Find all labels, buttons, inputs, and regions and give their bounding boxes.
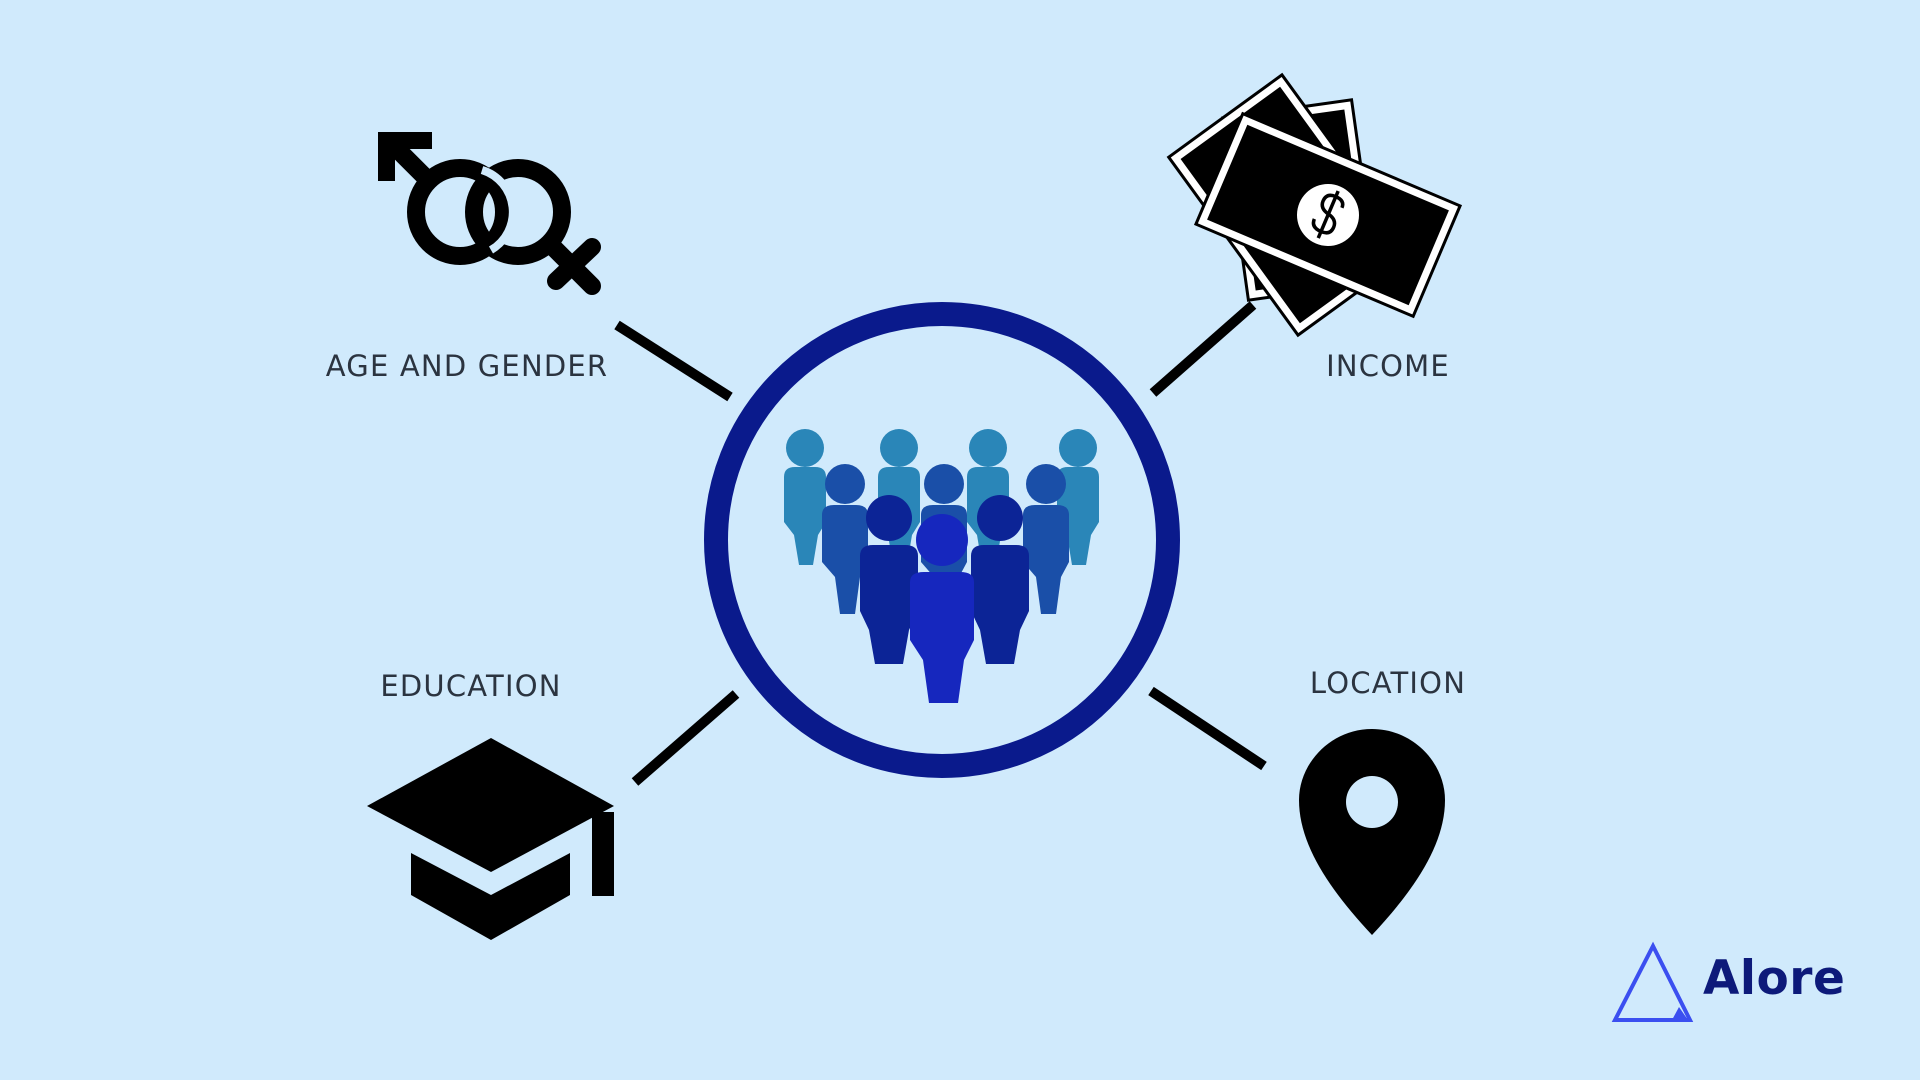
- node-label-education: EDUCATION: [380, 669, 562, 703]
- brand-name: Alore: [1703, 951, 1846, 1006]
- map-pin-icon: [1299, 729, 1445, 935]
- connector-education: [631, 690, 740, 786]
- connector-age: [614, 320, 733, 402]
- node-label-location: LOCATION: [1309, 666, 1467, 700]
- people-group-icon: [784, 429, 1099, 703]
- money-bills-icon: [1166, 72, 1463, 338]
- graduation-cap-icon: [367, 738, 614, 940]
- center-circle: [704, 302, 1180, 778]
- gender-symbol-icon: [378, 132, 601, 295]
- connector-location: [1148, 686, 1267, 771]
- triangle-logo-icon: [1611, 941, 1694, 1022]
- node-label-age-gender: AGE AND GENDER: [325, 349, 609, 383]
- connector-lines: [614, 301, 1267, 786]
- node-label-income: INCOME: [1326, 349, 1450, 383]
- connector-income: [1149, 301, 1257, 397]
